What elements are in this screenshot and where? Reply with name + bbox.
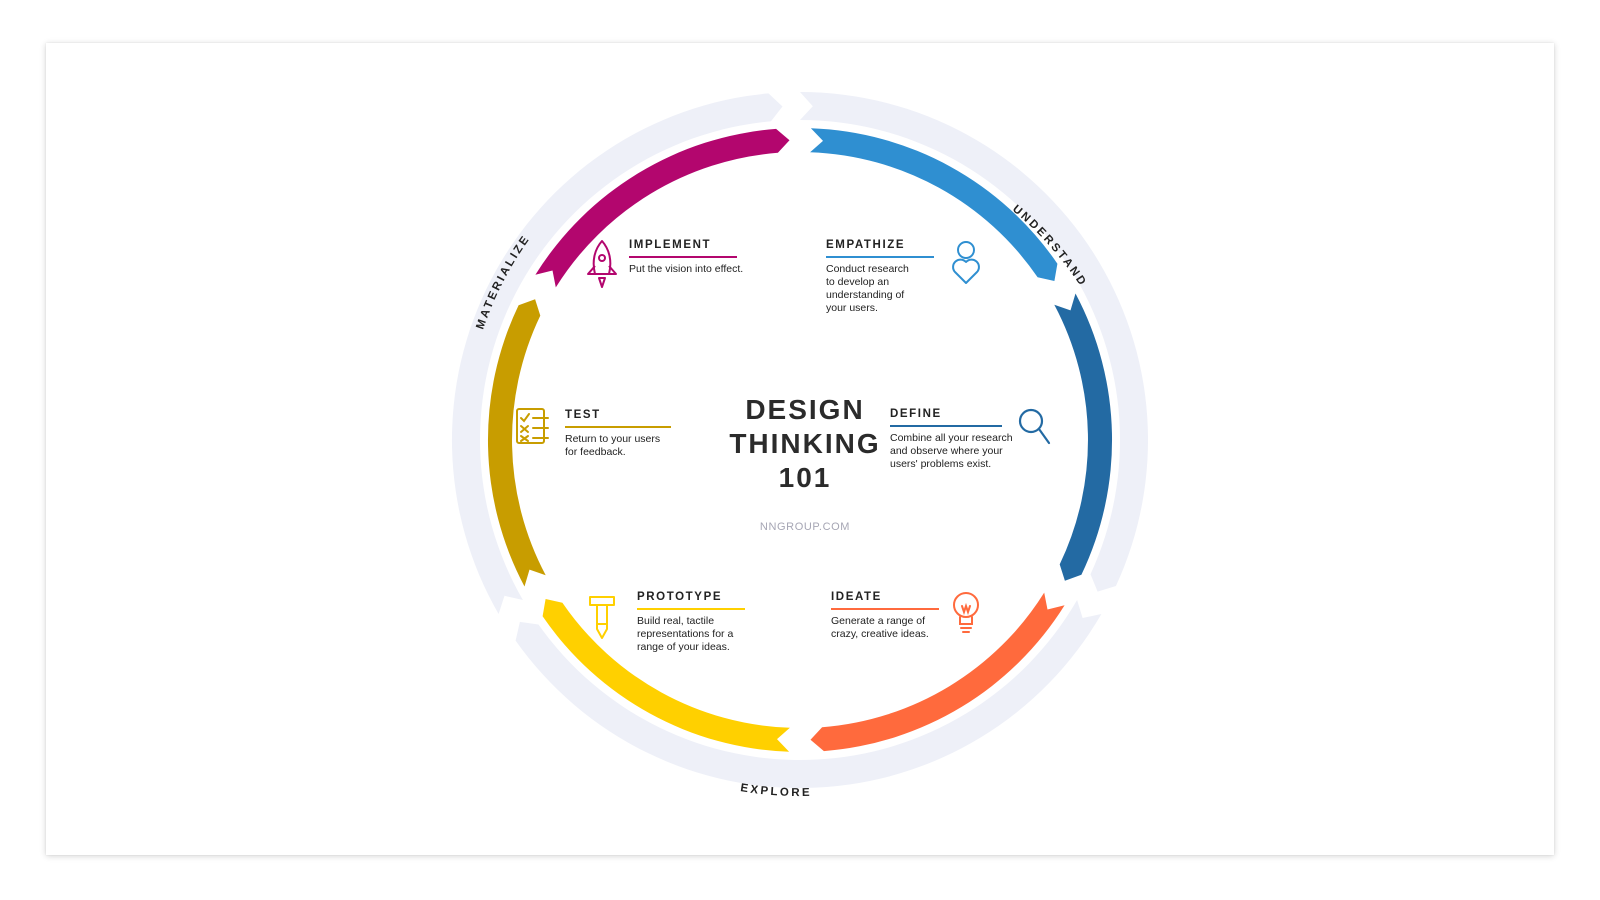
- ring-segment-ideate: [810, 592, 1065, 752]
- outer-segment-understand: [800, 92, 1149, 592]
- outer-phase-ring: [451, 92, 1149, 789]
- stage-define: DEFINE Combine all your research and obs…: [890, 408, 1060, 471]
- magnifier-icon: [1018, 408, 1051, 445]
- stage-desc-implement: Put the vision into effect.: [629, 263, 744, 275]
- stage-ideate: IDEATE Generate a range of crazy, creati…: [831, 591, 981, 641]
- hammer-pencil-icon: [589, 596, 615, 639]
- outer-segment-materialize: [451, 93, 783, 614]
- lightbulb-icon: [953, 592, 979, 633]
- ring-segment-prototype: [542, 599, 790, 752]
- diagram-title: DESIGN THINKING 101: [729, 394, 881, 493]
- rocket-icon: [587, 240, 617, 288]
- stage-title-prototype: PROTOTYPE: [637, 591, 745, 610]
- stage-desc-prototype: Build real, tactile representations for …: [637, 615, 734, 653]
- stage-title-empathize: EMPATHIZE: [826, 239, 934, 258]
- stage-prototype: PROTOTYPE Build real, tactile representa…: [637, 591, 787, 654]
- ring-segment-define: [1054, 293, 1113, 581]
- stage-desc-empathize: Conduct research to develop an understan…: [826, 263, 909, 314]
- checklist-icon: [516, 408, 549, 444]
- stage-ring: [487, 128, 1113, 752]
- stage-title-define: DEFINE: [890, 408, 1002, 427]
- stage-desc-test: Return to your users for feedback.: [565, 433, 661, 458]
- stage-empathize: EMPATHIZE Conduct research to develop an…: [826, 239, 976, 315]
- outer-segment-explore: [515, 600, 1102, 789]
- stage-implement: IMPLEMENT Put the vision into effect.: [629, 239, 779, 276]
- stage-desc-ideate: Generate a range of crazy, creative idea…: [831, 615, 929, 640]
- source-credit: NNGROUP.COM: [759, 521, 851, 533]
- ring-segment-empathize: [810, 128, 1058, 281]
- ring-segment-implement: [535, 128, 790, 288]
- stage-desc-define: Combine all your research and observe wh…: [890, 432, 1013, 470]
- person-heart-icon: [952, 241, 980, 284]
- stage-title-implement: IMPLEMENT: [629, 239, 737, 258]
- stage-title-test: TEST: [565, 409, 671, 428]
- ring-segment-test: [487, 299, 546, 587]
- stage-test: TEST Return to your users for feedback.: [565, 409, 695, 459]
- infographic-card: [46, 43, 1554, 855]
- stage-title-ideate: IDEATE: [831, 591, 939, 610]
